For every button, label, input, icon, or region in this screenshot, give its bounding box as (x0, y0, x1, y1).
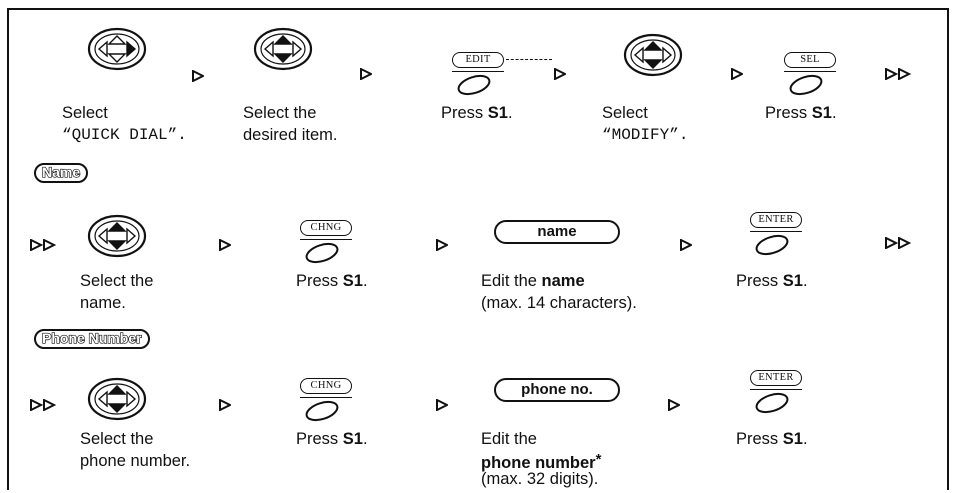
continue-arrow-icon (30, 238, 57, 256)
continue-arrow-icon (885, 67, 912, 85)
continue-arrow-icon (30, 398, 57, 416)
step-caption: name. (80, 294, 126, 312)
step-arrow-icon (219, 398, 233, 416)
step-caption: Press S1. (296, 430, 368, 448)
dashed-leader-line (506, 59, 552, 60)
soft-key-icon: CHNG (300, 220, 356, 264)
soft-key-icon: SEL (784, 52, 840, 96)
step-arrow-icon (554, 67, 568, 85)
step-caption: desired item. (243, 126, 338, 144)
navigator-key-icon (622, 32, 684, 78)
step-caption: “QUICK DIAL”. (62, 126, 187, 144)
step-caption: Press S1. (736, 430, 808, 448)
soft-key-icon: ENTER (750, 212, 806, 256)
navigator-key-icon (252, 26, 314, 72)
step-arrow-icon (360, 67, 374, 85)
display-field-name: name (494, 220, 620, 244)
step-arrow-icon (731, 67, 745, 85)
step-caption: (max. 32 digits). (481, 470, 599, 488)
soft-key-icon: CHNG (300, 378, 356, 422)
step-caption: phone number* (481, 451, 602, 472)
instruction-panel (7, 8, 949, 490)
step-caption: Press S1. (736, 272, 808, 290)
step-arrow-icon (680, 238, 694, 256)
step-arrow-icon (219, 238, 233, 256)
step-caption: Select the (80, 430, 154, 448)
navigator-key-icon (86, 26, 148, 72)
continue-arrow-icon (885, 236, 912, 254)
step-arrow-icon (668, 398, 682, 416)
step-caption: Select the (80, 272, 154, 290)
section-label-name: Name (34, 163, 89, 183)
soft-key-icon: EDIT (452, 52, 508, 96)
display-field-phone-number: phone no. (494, 378, 620, 402)
navigator-key-icon (86, 376, 148, 422)
step-caption: Press S1. (296, 272, 368, 290)
step-arrow-icon (192, 69, 206, 87)
step-arrow-icon (436, 398, 450, 416)
step-caption: Press S1. (765, 104, 837, 122)
step-caption: Select (602, 104, 648, 122)
step-arrow-icon (436, 238, 450, 256)
step-caption: Edit the name (481, 272, 585, 290)
step-caption: Select (62, 104, 108, 122)
step-caption: (max. 14 characters). (481, 294, 637, 312)
step-caption: phone number. (80, 452, 191, 470)
step-caption: Edit the (481, 430, 537, 448)
section-label-phone-number: Phone Number (34, 329, 150, 349)
step-caption: “MODIFY”. (602, 126, 689, 144)
navigator-key-icon (86, 213, 148, 259)
step-caption: Press S1. (441, 104, 513, 122)
soft-key-icon: ENTER (750, 370, 806, 414)
step-caption: Select the (243, 104, 317, 122)
